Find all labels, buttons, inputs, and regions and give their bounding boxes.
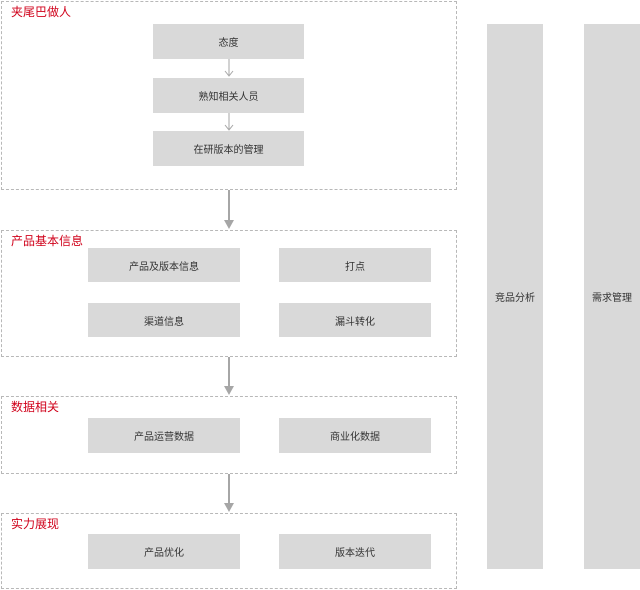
section-showcase: 实力展现 [1,513,457,589]
section-data: 数据相关 [1,396,457,474]
box-attitude: 态度 [153,24,304,59]
section-product-info: 产品基本信息 [1,230,457,357]
column-requirement-management: 需求管理 [584,24,640,569]
box-funnel-conversion: 漏斗转化 [279,303,431,337]
column-competitor-analysis: 竞品分析 [487,24,543,569]
section-arrow-2 [224,357,234,395]
section-title: 产品基本信息 [11,234,84,248]
box-know-people: 熟知相关人员 [153,78,304,113]
section-title: 数据相关 [11,400,60,414]
box-product-optimization: 产品优化 [88,534,240,569]
box-product-version-info: 产品及版本信息 [88,248,240,282]
box-channel-info: 渠道信息 [88,303,240,337]
box-version-iteration: 版本迭代 [279,534,431,569]
section-arrow-1 [224,190,234,229]
small-arrow-1 [224,59,234,77]
box-version-management: 在研版本的管理 [153,131,304,166]
section-attitude: 夹尾巴做人 [1,1,457,190]
section-arrow-3 [224,474,234,512]
box-commercial-data: 商业化数据 [279,418,431,453]
box-operation-data: 产品运营数据 [88,418,240,453]
section-title: 实力展现 [11,517,60,531]
small-arrow-2 [224,113,234,131]
box-tracking: 打点 [279,248,431,282]
section-title: 夹尾巴做人 [11,5,72,19]
